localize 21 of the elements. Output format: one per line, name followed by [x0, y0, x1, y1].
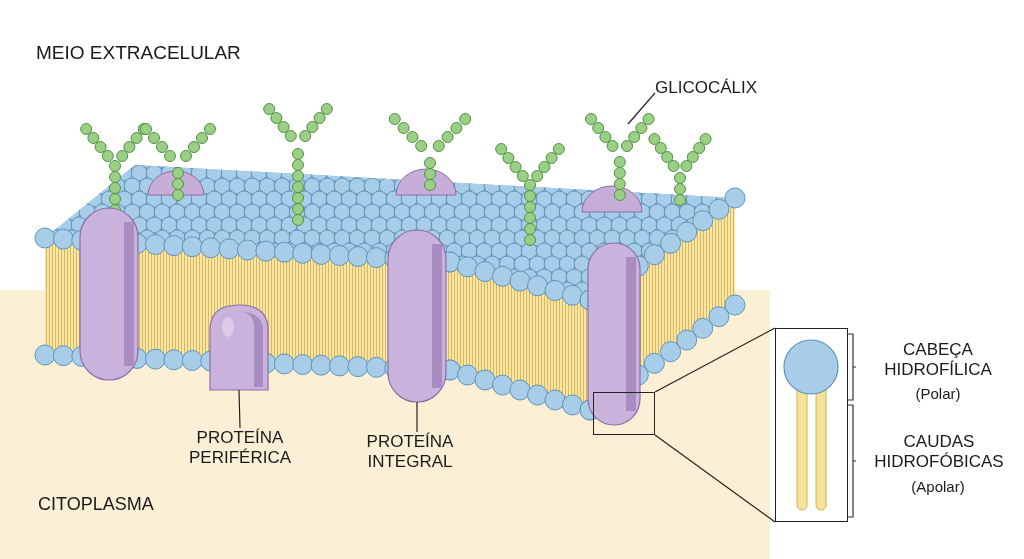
callout-label: GLICOCÁLIX [655, 78, 795, 98]
integral-protein [79, 207, 139, 381]
peripheral-protein [209, 304, 269, 391]
label: CAUDAS HIDROFÓBICAS [873, 432, 1005, 472]
region-label: CITOPLASMA [38, 494, 155, 515]
label: CABEÇA HIDROFÍLICA [883, 340, 993, 380]
zoom-line [654, 434, 776, 523]
label: (Polar) [914, 385, 962, 403]
integral-protein [587, 242, 641, 426]
leader-line [627, 92, 656, 125]
callout-label: PROTEÍNA PERIFÉRICA [170, 428, 310, 468]
leader-line [238, 389, 241, 429]
zoom-frame [593, 392, 655, 435]
glycocalyx-chain [585, 113, 655, 201]
label: (Apolar) [910, 478, 966, 496]
region-label: MEIO EXTRACELULAR [36, 42, 242, 64]
inset-frame [775, 328, 848, 522]
integral-protein [387, 229, 447, 403]
leader-line [416, 401, 418, 433]
callout-label: PROTEÍNA INTEGRAL [340, 432, 480, 472]
zoom-line [654, 327, 776, 393]
